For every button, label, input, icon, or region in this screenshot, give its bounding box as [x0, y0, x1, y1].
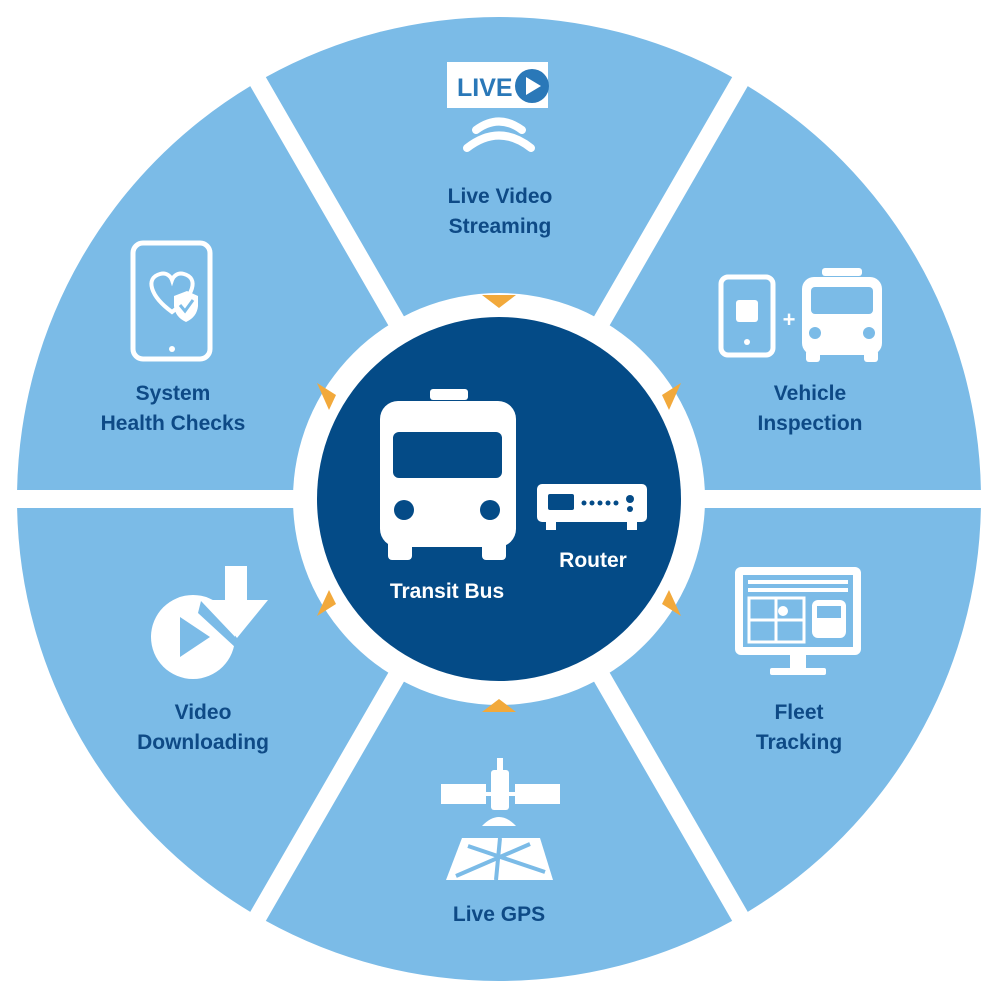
wedge-system-health: [17, 86, 397, 490]
router-icon: [537, 484, 647, 530]
segment-label-line2: Tracking: [756, 731, 842, 754]
wedge-vehicle-inspection: [601, 86, 981, 490]
accent-marker-lower-right: [662, 590, 681, 616]
segment-video-downloading: Video Downloading: [137, 566, 269, 754]
satellite-map-icon: [441, 758, 560, 881]
segment-label-line1: Video: [175, 701, 232, 724]
plus-sign: +: [783, 307, 796, 332]
live-stream-icon: LIVE: [447, 62, 549, 152]
accent-markers: [317, 295, 681, 712]
bus-label: Transit Bus: [390, 580, 504, 603]
video-download-icon: [151, 566, 268, 679]
monitor-map-icon: [735, 567, 861, 675]
phone-health-icon: [130, 240, 213, 362]
phone-plus-bus-icon: +: [718, 268, 882, 362]
segment-label-line2: Downloading: [137, 731, 269, 754]
segment-label-line1: Live GPS: [453, 903, 545, 926]
segment-label-line1: Vehicle: [774, 382, 846, 405]
wedge-fleet-tracking: [601, 508, 981, 912]
segment-live-gps: Live GPS: [441, 758, 560, 926]
segment-fleet-tracking: Fleet Tracking: [735, 567, 861, 754]
accent-marker-upper-left: [317, 383, 336, 410]
segment-vehicle-inspection: + Vehicle Inspection: [718, 268, 882, 435]
segment-live-video: LIVE Live Video Streaming: [447, 62, 552, 238]
accent-marker-top: [482, 295, 516, 308]
accent-marker-upper-right: [662, 383, 681, 410]
wedge-video-downloading: [17, 508, 397, 912]
segment-label-line2: Health Checks: [101, 412, 246, 435]
segment-label-line1: Fleet: [774, 701, 823, 724]
live-badge-text: LIVE: [457, 74, 513, 102]
segment-label-line2: Streaming: [449, 215, 552, 238]
accent-marker-bottom: [482, 699, 516, 712]
router-label: Router: [559, 549, 627, 572]
segment-label-line1: System: [136, 382, 211, 405]
bus-icon: [380, 389, 516, 560]
wedge-live-video: [265, 17, 733, 331]
segment-system-health: System Health Checks: [101, 240, 246, 435]
accent-marker-lower-left: [317, 590, 336, 616]
segment-label-line2: Inspection: [757, 412, 862, 435]
segment-label-line1: Live Video: [448, 185, 553, 208]
